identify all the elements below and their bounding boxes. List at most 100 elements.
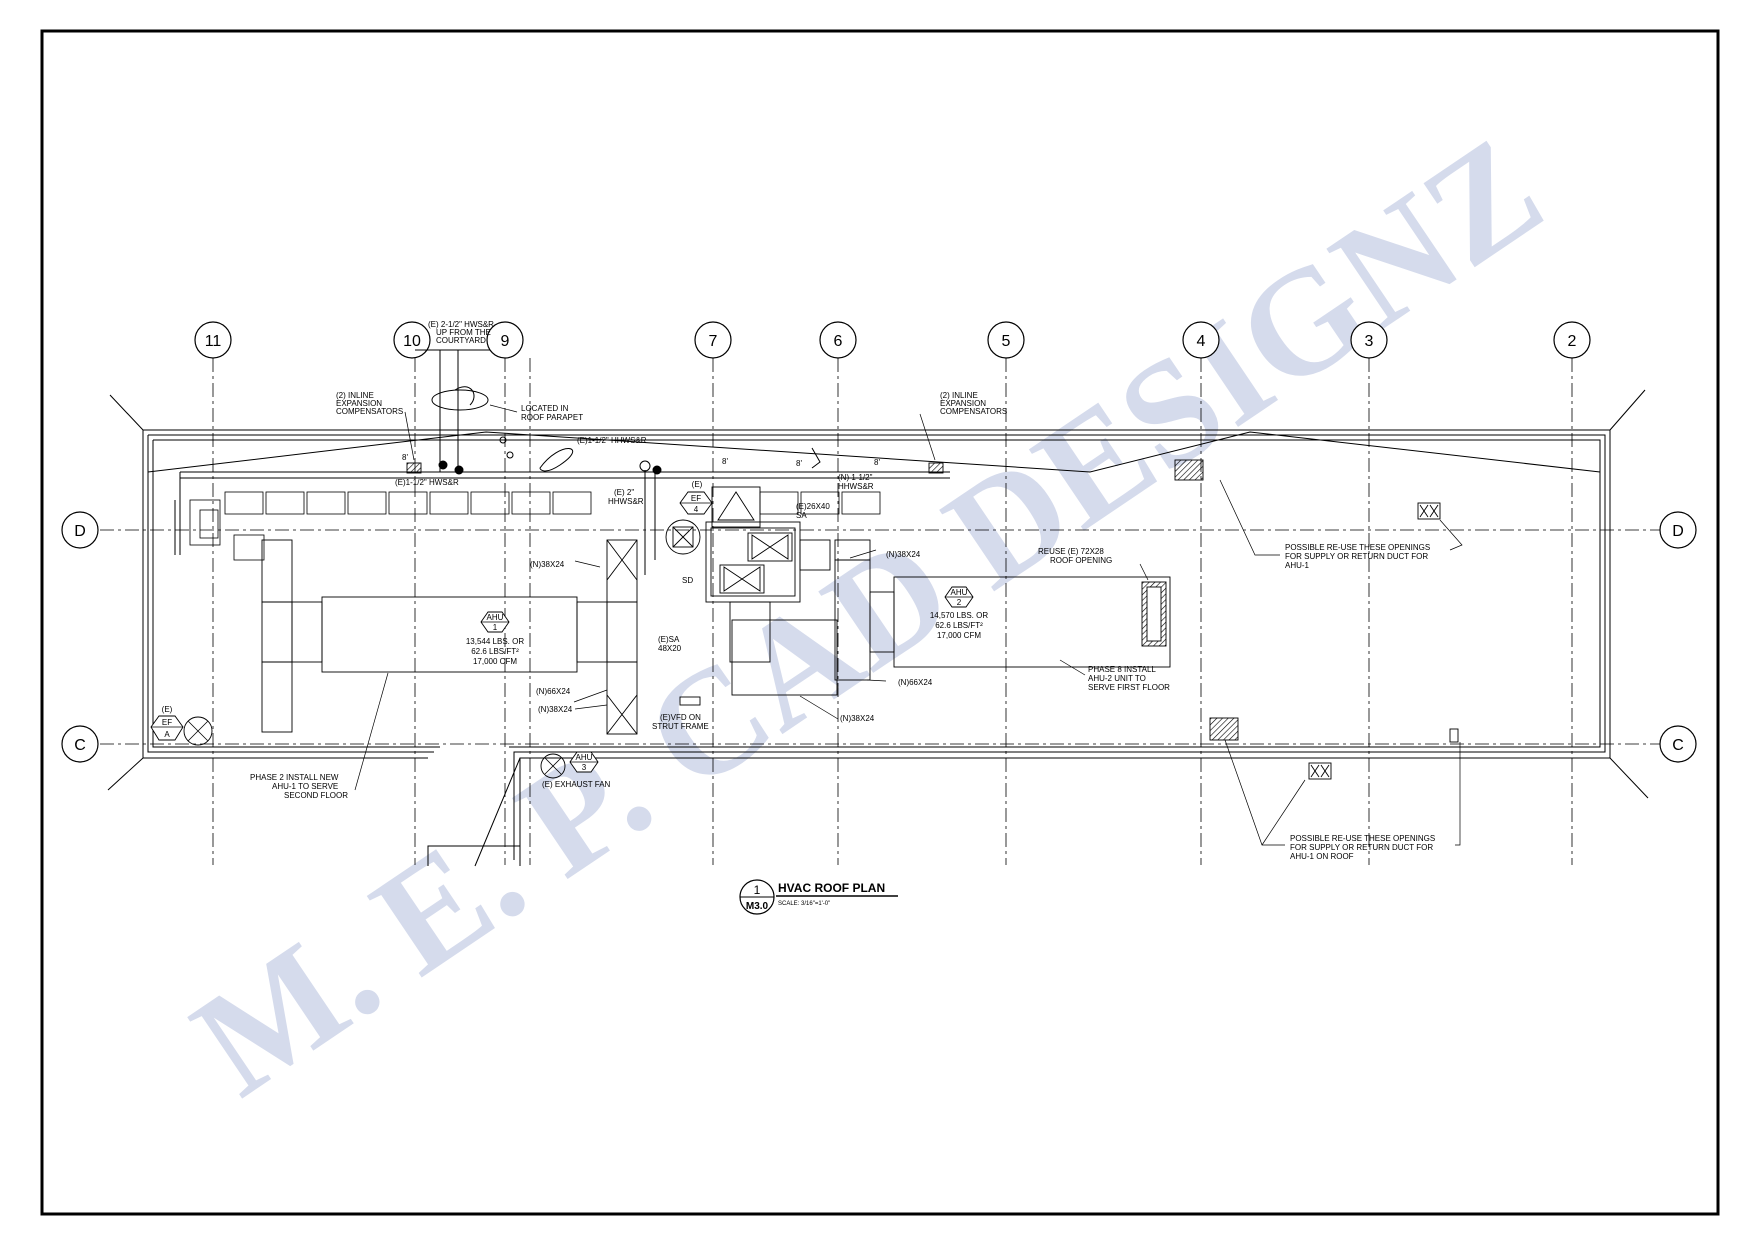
ef-a-fan: (E) EF A: [150, 705, 213, 746]
ahu-1-tag-number: 1: [493, 623, 498, 632]
note-inline-comp-right-3: COMPENSATORS: [940, 407, 1007, 416]
ef-a-tag-number: A: [164, 730, 170, 739]
ef-4-pre: (E): [692, 480, 703, 489]
note-e-hhwsr-2: HHWS&R: [608, 497, 644, 506]
grid-label-col-10: 10: [403, 333, 421, 350]
grid-label-col-7: 7: [709, 333, 718, 350]
note-n38x24-b: (N)38X24: [886, 550, 921, 559]
ahu-2-tag: AHU 2 14,570 LBS. OR 62.6 LBS/FT² 17,000…: [930, 586, 988, 640]
roof-outline: [107, 389, 1649, 867]
grid-label-col-6: 6: [834, 333, 843, 350]
note-inline-comp-right-2: EXPANSION: [940, 399, 986, 408]
note-inline-comp-right-1: (2) INLINE: [940, 391, 978, 400]
drawing-title-block: 1 M3.0 HVAC ROOF PLAN SCALE: 3/16"=1'-0": [739, 879, 898, 915]
note-phase8-3: SERVE FIRST FLOOR: [1088, 683, 1170, 692]
note-n38x24-d: (N)38X24: [538, 705, 573, 714]
ahu-1-unit: [261, 539, 638, 735]
note-n-hhwsr-1: (N) 1-1/2": [838, 473, 873, 482]
grid-label-col-9: 9: [501, 333, 510, 350]
ahu-3-tag-label: AHU: [576, 753, 593, 762]
ahu-1-weight: 13,544 LBS. OR: [466, 637, 524, 646]
ahu-1-tag-label: AHU: [487, 613, 504, 622]
ahu-1-load: 62.6 LBS/FT²: [471, 647, 519, 656]
ahu-2-load: 62.6 LBS/FT²: [935, 621, 983, 630]
ahu-2-tag-label: AHU: [951, 588, 968, 597]
note-courtyard-1: (E) 2-1/2" HWS&R: [428, 320, 494, 329]
note-courtyard-3: COURTYARD: [436, 336, 486, 345]
note-exhaust-fan: (E) EXHAUST FAN: [542, 780, 611, 789]
grid-label-col-3: 3: [1365, 333, 1374, 350]
note-reuse-ahu1-roof-2: FOR SUPPLY OR RETURN DUCT FOR: [1290, 843, 1433, 852]
note-phase8-1: PHASE 8 INSTALL: [1088, 665, 1156, 674]
ef-a-pre: (E): [162, 705, 173, 714]
grid-label-row-c-right: C: [1672, 737, 1684, 754]
title-text: HVAC ROOF PLAN: [778, 881, 885, 895]
grid-lines: [100, 358, 1660, 865]
piping-main: [174, 349, 950, 575]
ahu-2-tag-number: 2: [957, 598, 962, 607]
note-n38x24-a: (N)38X24: [530, 560, 565, 569]
note-hhwsr-main: (E)1-1/2" HHWS&R: [577, 436, 647, 445]
grid-label-row-d-left: D: [74, 523, 86, 540]
note-phase2-1: PHASE 2 INSTALL NEW: [250, 773, 339, 782]
ef-4-tag-label: EF: [691, 494, 701, 503]
dim-8-a: 8': [402, 453, 408, 462]
dim-8-c: 8': [796, 459, 802, 468]
note-phase2-2: AHU-1 TO SERVE: [272, 782, 338, 791]
note-e-hhwsr-1: (E) 2": [614, 488, 634, 497]
note-n66x24-b: (N)66X24: [898, 678, 933, 687]
note-n-hhwsr-2: HHWS&R: [838, 482, 874, 491]
note-phase2-3: SECOND FLOOR: [284, 791, 348, 800]
note-evfd-1: (E)VFD ON: [660, 713, 701, 722]
note-reuse-ahu1-1: POSSIBLE RE-USE THESE OPENINGS: [1285, 543, 1430, 552]
note-n38x24-c: (N)38X24: [840, 714, 875, 723]
ahu-2-unit: [834, 559, 1171, 681]
ef-4-tag-number: 4: [694, 505, 699, 514]
note-evfd-2: STRUT FRAME: [652, 722, 709, 731]
ef-4-equipment: [665, 486, 871, 696]
watermark-text: M. E. P. CAD DESIGNZ: [166, 105, 1571, 1127]
leader-lines: [354, 404, 1463, 846]
grid-bubbles: [61, 321, 1697, 763]
note-reuse-opening-1: REUSE (E) 72X28: [1038, 547, 1104, 556]
note-parapet-1: LOCATED IN: [521, 404, 569, 413]
existing-duct-row: [189, 491, 881, 561]
note-courtyard-2: UP FROM THE: [436, 328, 491, 337]
ahu-1-tag: AHU 1 13,544 LBS. OR 62.6 LBS/FT² 17,000…: [466, 611, 524, 666]
note-reuse-opening-2: ROOF OPENING: [1050, 556, 1112, 565]
note-sd: SD: [682, 576, 693, 585]
title-sheet-number: M3.0: [746, 901, 769, 912]
note-phase8-2: AHU-2 UNIT TO: [1088, 674, 1146, 683]
note-reuse-ahu1-3: AHU-1: [1285, 561, 1310, 570]
note-n66x24-a: (N)66X24: [536, 687, 571, 696]
note-inline-comp-left-1: (2) INLINE: [336, 391, 374, 400]
note-inline-comp-left-3: COMPENSATORS: [336, 407, 403, 416]
title-scale: SCALE: 3/16"=1'-0": [778, 901, 830, 907]
grid-label-col-4: 4: [1197, 333, 1206, 350]
note-esa-2: 48X20: [658, 644, 682, 653]
ahu-2-weight: 14,570 LBS. OR: [930, 611, 988, 620]
roof-openings: [406, 459, 1459, 780]
ef-4-tag: (E) EF 4: [679, 480, 713, 515]
note-esa-1: (E)SA: [658, 635, 680, 644]
note-hwsr-left: (E)1-1/2" HWS&R: [395, 478, 459, 487]
ahu-3-fan: AHU 3: [540, 751, 599, 779]
ef-a-tag-label: EF: [162, 718, 172, 727]
note-reuse-ahu1-roof-1: POSSIBLE RE-USE THESE OPENINGS: [1290, 834, 1435, 843]
grid-label-row-c-left: C: [74, 737, 86, 754]
grid-label-row-d-right: D: [1672, 523, 1684, 540]
grid-label-col-2: 2: [1568, 333, 1577, 350]
ahu-1-cfm: 17,000 CFM: [473, 657, 517, 666]
note-reuse-ahu1-roof-3: AHU-1 ON ROOF: [1290, 852, 1354, 861]
sheet-border: [40, 29, 1720, 1216]
dim-8-b: 8': [722, 457, 728, 466]
note-e26x40-2: SA: [796, 511, 807, 520]
grid-label-col-11: 11: [205, 333, 222, 350]
note-e26x40-1: (E)26X40: [796, 502, 830, 511]
grid-label-col-5: 5: [1002, 333, 1011, 350]
dim-8-d: 8': [874, 458, 880, 467]
ahu-3-tag-number: 3: [582, 763, 587, 772]
note-reuse-ahu1-2: FOR SUPPLY OR RETURN DUCT FOR: [1285, 552, 1428, 561]
